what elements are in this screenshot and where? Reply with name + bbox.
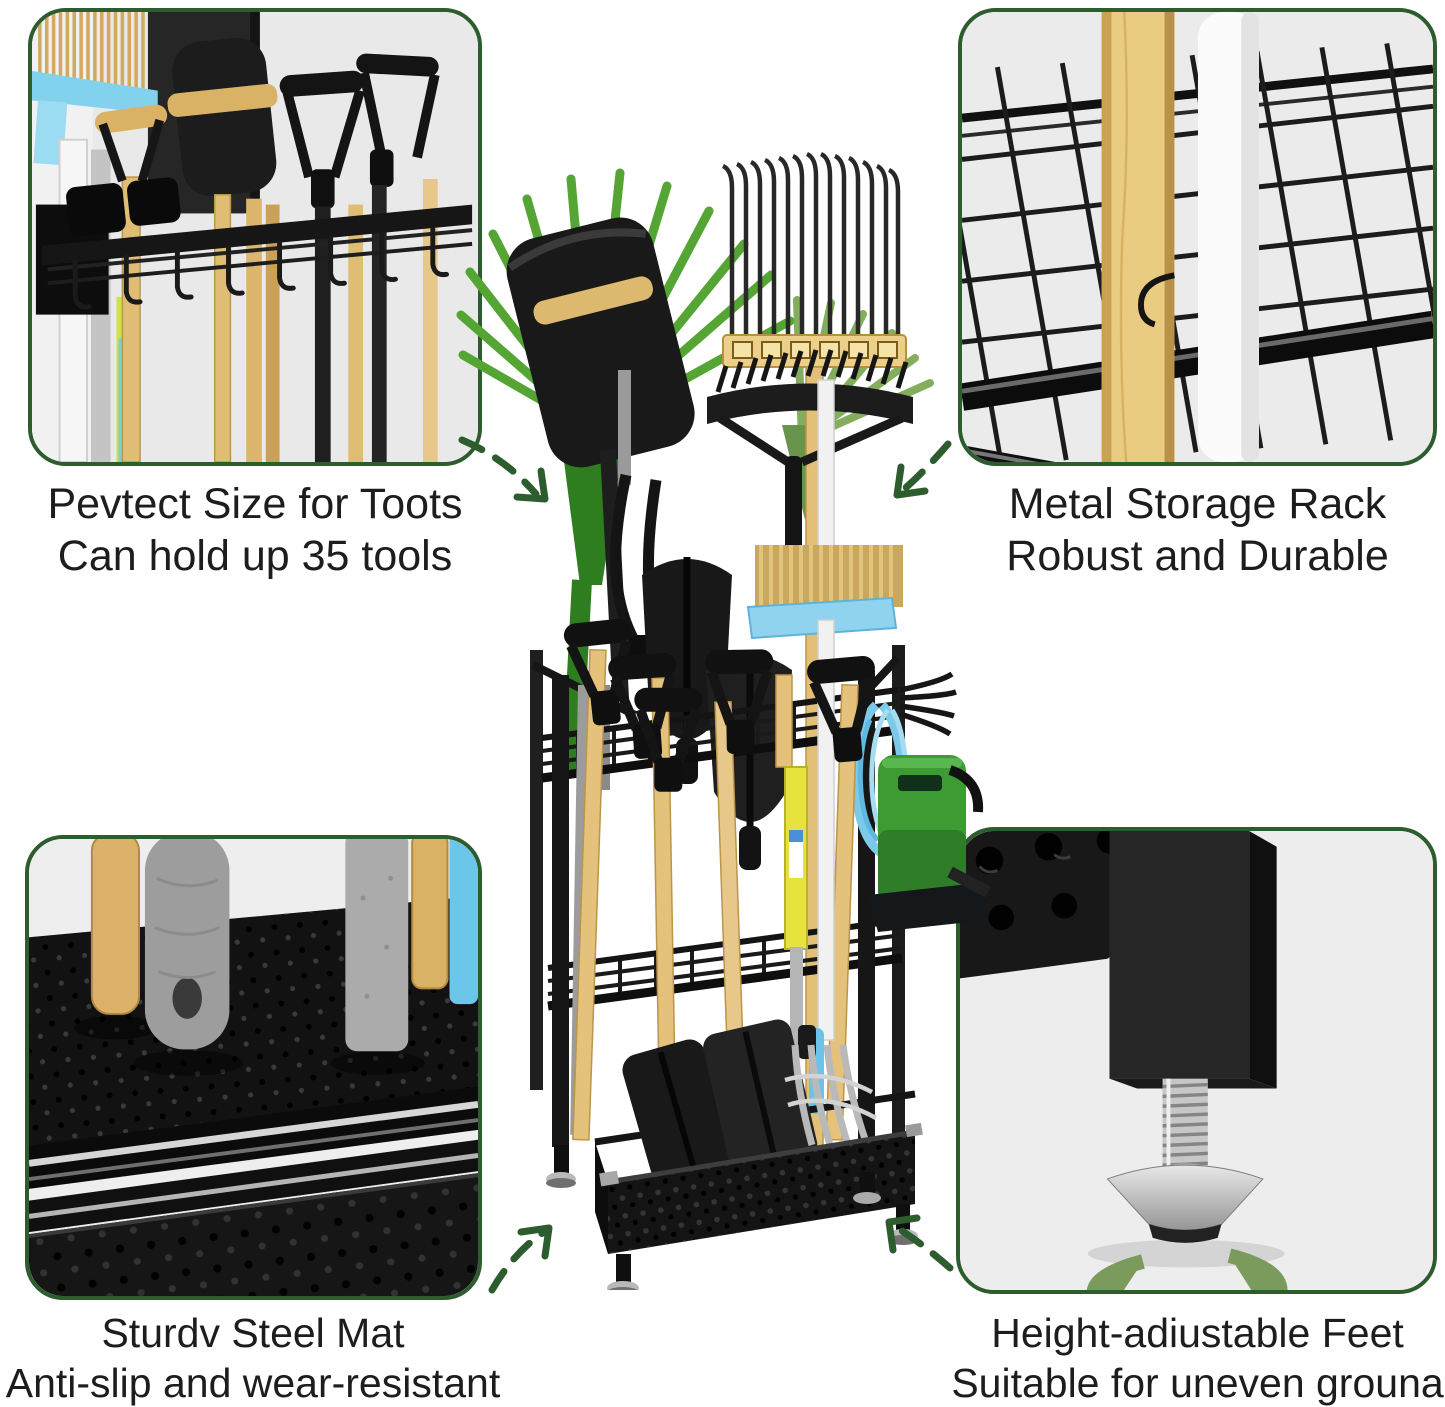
dashed-arrow-icon-bottom-left	[488, 1224, 553, 1294]
broom-head	[746, 545, 903, 640]
bamboo-rake-head	[32, 12, 158, 166]
front-rails	[29, 1086, 478, 1233]
dashed-arrow-icon-bottom-right	[885, 1214, 954, 1272]
caption-line-2: Anti-slip and wear-resistant	[5, 1360, 501, 1406]
caption-line-1: Height-adiustable Feet	[991, 1310, 1404, 1356]
callout-panel-wall-rack	[28, 8, 482, 466]
swivel-foot	[1087, 1163, 1285, 1268]
fan-rake	[456, 168, 795, 771]
white-pole	[1197, 12, 1259, 462]
shovel-head	[167, 37, 278, 197]
long-tine-rake	[721, 151, 907, 1168]
shovel-blades	[622, 1019, 818, 1183]
caption-wall-rack: Pevtect Size for Toots Can hold up 35 to…	[15, 478, 495, 582]
metal-grid-photo	[962, 12, 1433, 462]
broom-pole	[817, 379, 835, 621]
caption-line-1: Pevtect Size for Toots	[47, 480, 463, 528]
caption-line-2: Robust and Durable	[1006, 532, 1389, 580]
caption-line-2: Can hold up 35 tools	[57, 532, 453, 580]
callout-panel-adjustable-foot	[956, 827, 1437, 1294]
caption-metal-rack: Metal Storage Rack Robust and Durable	[950, 478, 1445, 582]
digging-fork-tines	[784, 1025, 878, 1147]
side-hooks-icon	[899, 671, 957, 737]
yellow-handle-tool	[784, 766, 808, 1047]
tool-organizer-product-photo	[456, 151, 990, 1290]
rack-feet	[546, 1145, 918, 1290]
pointed-shovels	[642, 557, 792, 870]
callout-panel-metal-grid	[958, 8, 1437, 466]
caption-line-2: Suitable for uneven grouna	[951, 1360, 1444, 1406]
wire-grid	[962, 43, 1433, 462]
leaf-rake-back	[782, 296, 934, 520]
adjustable-foot-photo	[960, 831, 1433, 1290]
tool-handle-ends	[74, 839, 478, 1076]
caption-line-1: Sturdv Steel Mat	[101, 1310, 405, 1356]
caption-adjustable-feet: Height-adiustable Feet Suitable for unev…	[925, 1308, 1445, 1407]
base-tray	[546, 1019, 923, 1290]
perforated-front-panel	[29, 1173, 478, 1296]
caption-steel-mat: Sturdv Steel Mat Anti-slip and wear-resi…	[0, 1308, 531, 1407]
wall-rack-photo	[32, 12, 478, 462]
wall-rail	[35, 177, 473, 315]
rotation-arrows-icon	[1086, 1248, 1288, 1290]
d-handles	[563, 618, 885, 799]
scoop-shovel	[506, 217, 695, 790]
wood-post	[1101, 12, 1175, 462]
rack-frame	[530, 645, 905, 1190]
garden-hose	[851, 701, 909, 858]
rack-leg	[1109, 831, 1277, 1089]
steel-mat-photo	[29, 839, 478, 1296]
bow-rake	[707, 349, 913, 574]
garden-fork	[610, 370, 665, 677]
dashed-arrow-icon-top-right	[893, 440, 952, 499]
threaded-screw	[1162, 1078, 1208, 1172]
callout-panel-steel-mat	[25, 835, 482, 1300]
caption-line-1: Metal Storage Rack	[1008, 480, 1387, 528]
standing-tool-shafts	[570, 619, 859, 1143]
